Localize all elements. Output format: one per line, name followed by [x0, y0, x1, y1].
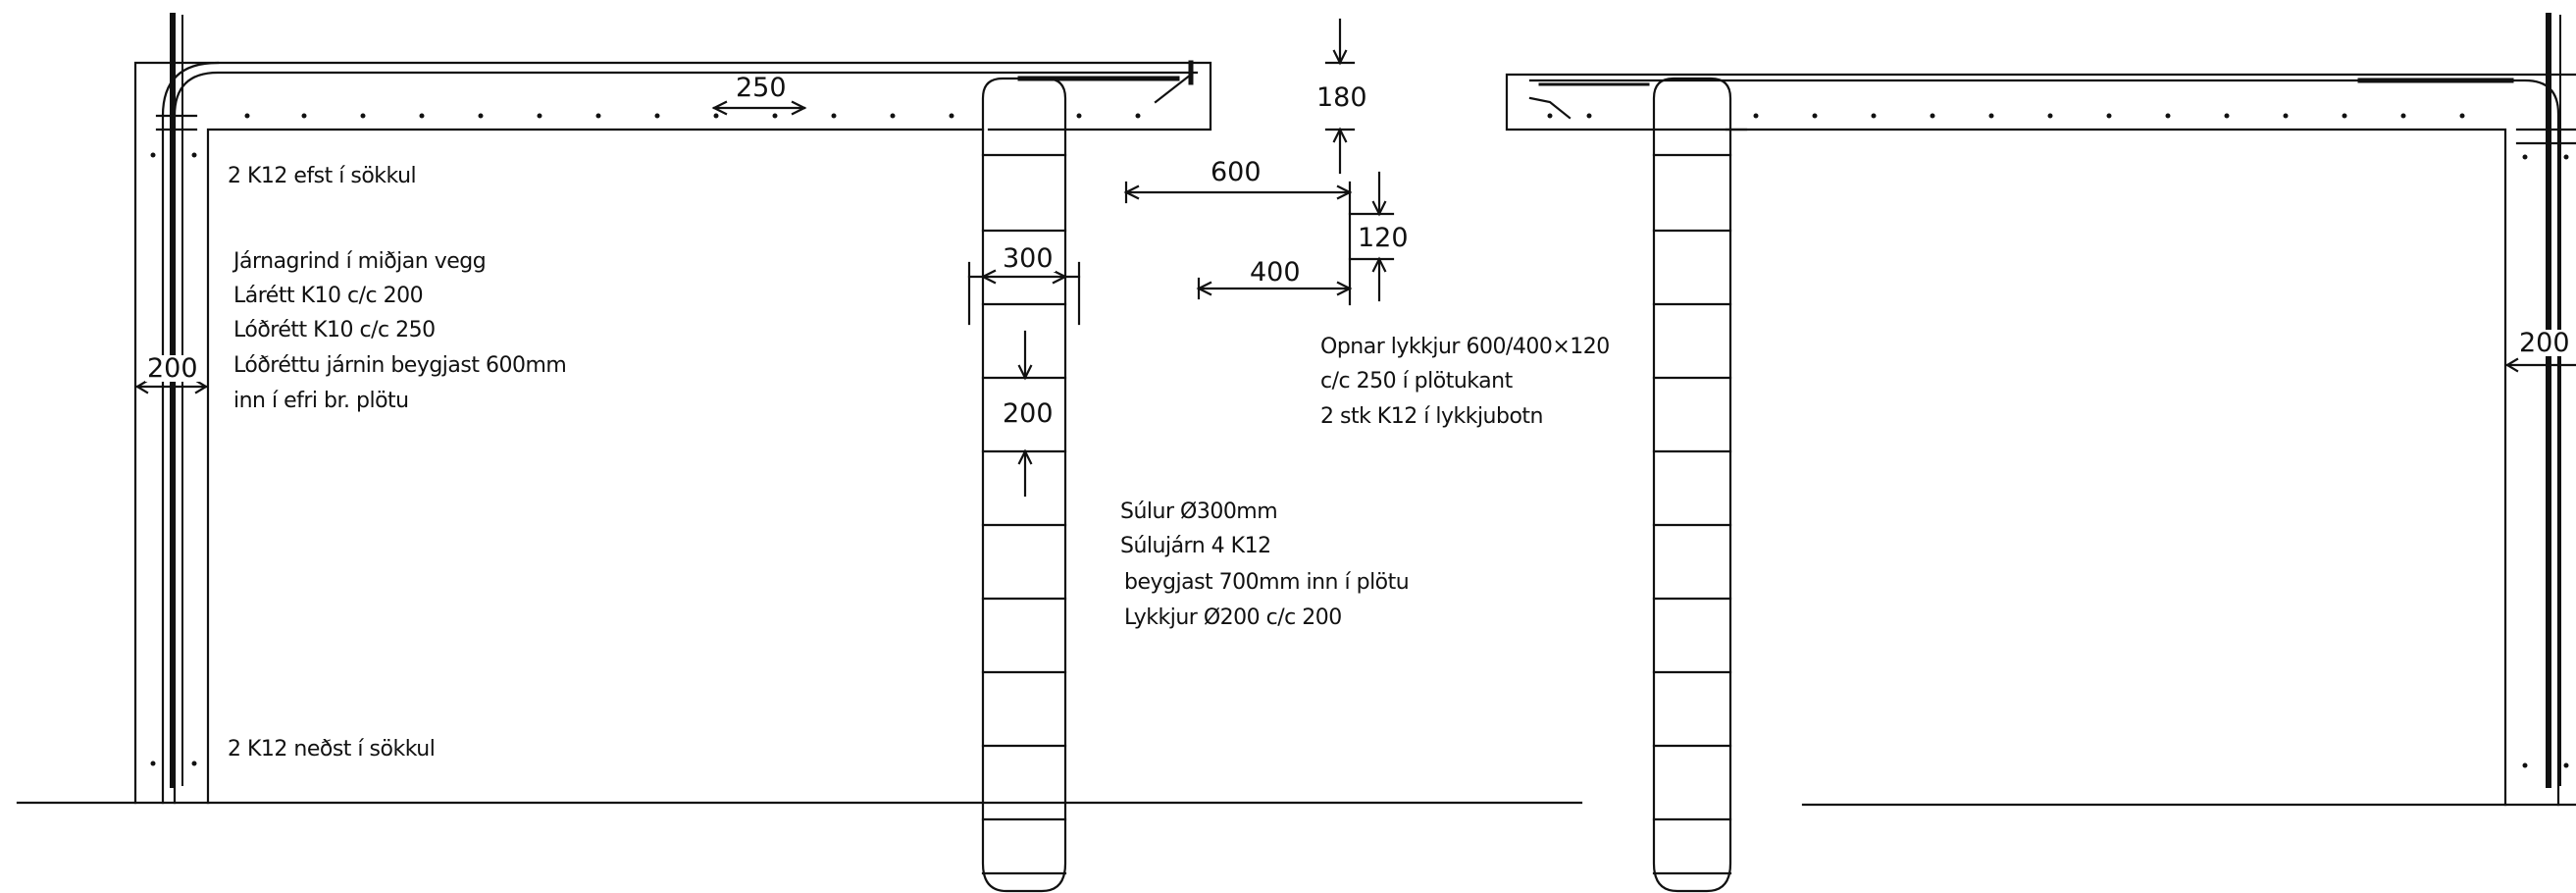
loop-note-3: 2 stk K12 í lykkjubotn [1320, 404, 1544, 429]
slab-spacing-dim: 250 [734, 73, 789, 103]
left-mesh-note-4: Lóðréttu járnin beygjast 600mm [233, 353, 567, 378]
column-tie-spacing-dim: 200 [1001, 398, 1056, 429]
right-wall-thickness-dim: 200 [2517, 328, 2572, 358]
column-note-3: beygjast 700mm inn í plötu [1124, 570, 1410, 595]
column-width-dim: 300 [1001, 243, 1056, 274]
right-column [1652, 77, 1732, 893]
left-wall-thickness-dim: 200 [145, 353, 200, 384]
left-wall [133, 13, 1212, 805]
loop-length-dim: 600 [1209, 157, 1263, 187]
right-wall [1505, 13, 2576, 807]
left-bottom-bars-note: 2 K12 neðst í sökkul [228, 737, 436, 762]
left-mesh-note-1: Járnagrind í miðjan vegg [233, 249, 487, 274]
column-note-1: Súlur Ø300mm [1120, 499, 1278, 524]
loop-note-2: c/c 250 í plötukant [1320, 369, 1513, 394]
loop-note-1: Opnar lykkjur 600/400×120 [1320, 335, 1610, 359]
loop-detail [1123, 18, 1395, 306]
left-top-bars-note: 2 K12 efst í sökkul [228, 164, 417, 188]
loop-short-dim: 400 [1248, 257, 1303, 288]
column-note-2: Súlujárn 4 K12 [1120, 534, 1271, 558]
loop-top-dim: 180 [1314, 82, 1369, 113]
left-mesh-note-2: Lárétt K10 c/c 200 [233, 284, 424, 308]
column-note-4: Lykkjur Ø200 c/c 200 [1124, 605, 1342, 630]
loop-height-dim: 120 [1356, 223, 1411, 253]
left-mesh-note-5: inn í efri br. plötu [233, 389, 409, 413]
left-mesh-note-3: Lóðrétt K10 c/c 250 [233, 318, 436, 342]
left-column [967, 77, 1081, 893]
